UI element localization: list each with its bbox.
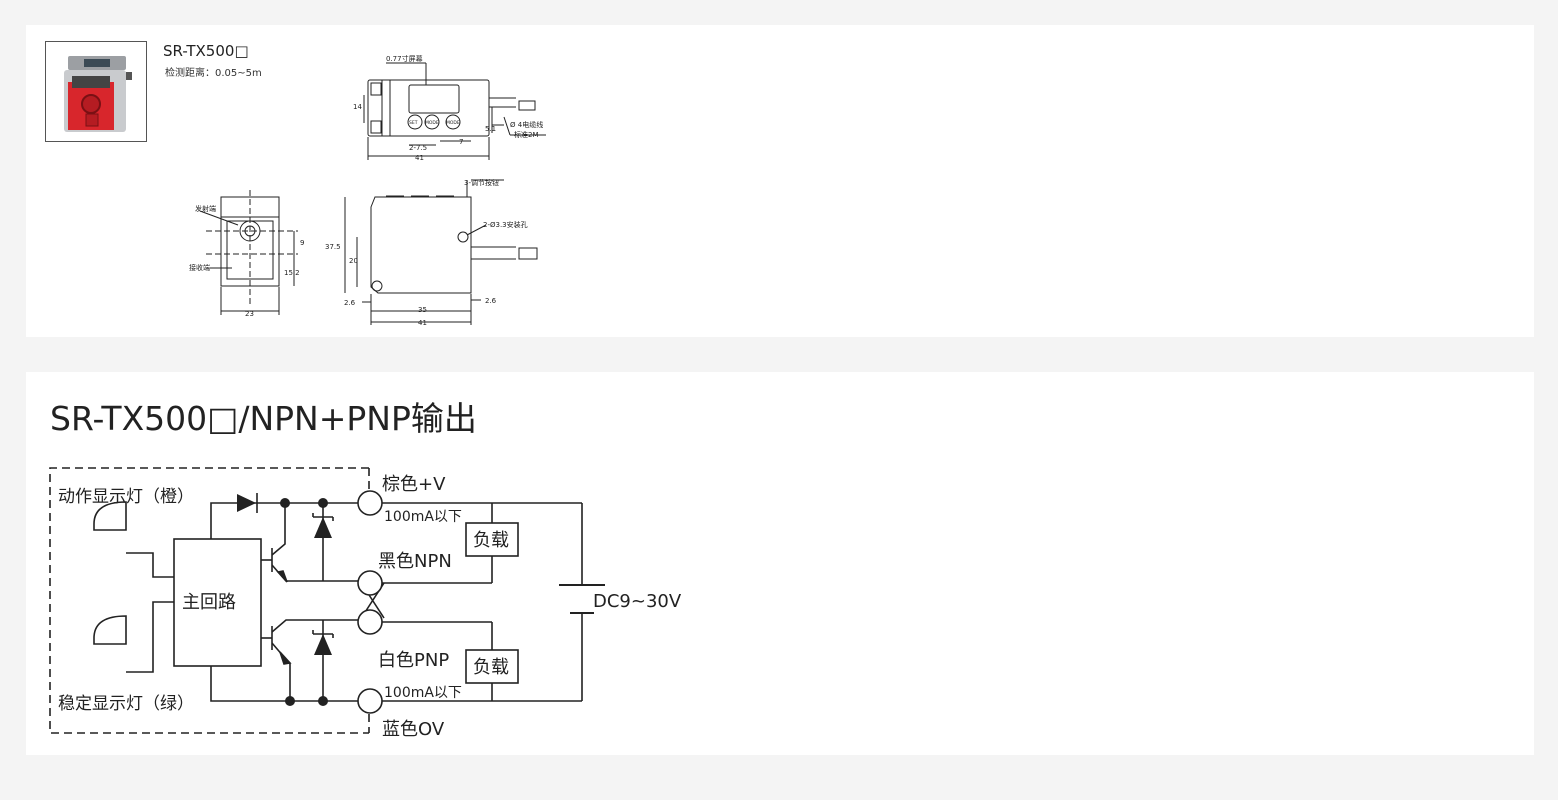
wiring-diagram: 动作显示灯（橙） 稳定显示灯（绿） 主回路 棕色+V 100mA以下 黑色NPN… [49, 467, 682, 740]
buttons-label: 3-调节按钮 [464, 178, 499, 187]
black-wire-label: 黑色NPN [378, 551, 452, 572]
load-top-label: 负载 [473, 530, 509, 551]
dim-2x7-5: 2-7.5 [409, 144, 427, 152]
current-limit-bottom: 100mA以下 [384, 685, 462, 701]
current-limit-top: 100mA以下 [384, 509, 462, 525]
dim-2-6-left: 2.6 [344, 299, 356, 307]
dim-5-1: 5.1 [485, 125, 496, 133]
hole-label: 2-Ø3.3安装孔 [483, 220, 528, 229]
blue-wire-label: 蓝色OV [382, 719, 445, 740]
brown-wire-label: 棕色+V [382, 474, 446, 495]
dim-2-6-right: 2.6 [485, 297, 497, 305]
load-bottom-label: 负载 [473, 657, 509, 678]
main-circuit-label: 主回路 [182, 592, 236, 613]
receiver-label: 接收端 [189, 263, 210, 272]
dim-37-5: 37.5 [325, 243, 341, 251]
detect-range: 检测距离：0.05~5m [165, 68, 262, 79]
screen-label: 0.77寸屏幕 [386, 54, 423, 63]
supply-voltage-label: DC9~30V [593, 591, 682, 612]
dim-7: 7 [459, 138, 463, 146]
mode-button-label-2: MODE [446, 120, 460, 126]
set-button-label: SET [409, 120, 418, 126]
model-name: SR-TX500□ [163, 42, 249, 60]
dim-41-bottom: 41 [418, 319, 427, 327]
action-led-label: 动作显示灯（橙） [58, 487, 194, 507]
dim-20: 20 [349, 257, 358, 265]
dim-14: 14 [353, 103, 362, 111]
dimension-drawing: 0.77寸屏幕 14 5.1 7 2-7.5 41 Ø 4电缆线 标准2M 3-… [189, 54, 546, 327]
circuit-title: SR-TX500□/NPN+PNP输出 [50, 399, 477, 438]
emitter-label: 发射端 [195, 204, 216, 213]
dim-35: 35 [418, 306, 427, 314]
product-photo [45, 41, 147, 142]
dim-23: 23 [245, 310, 254, 318]
white-wire-label: 白色PNP [378, 650, 449, 671]
dim-9: 9 [300, 239, 304, 247]
dimension-panel: SR-TX500□ 检测距离：0.05~5m [26, 25, 1534, 337]
cable-length-label: 标准2M [514, 130, 539, 139]
dim-41-top: 41 [415, 154, 424, 162]
dim-15-2: 15.2 [284, 269, 300, 277]
circuit-panel: SR-TX500□/NPN+PNP输出 [26, 372, 1534, 755]
mode-button-label: MODE [425, 120, 439, 126]
stable-led-label: 稳定显示灯（绿） [58, 694, 194, 714]
cable-label: Ø 4电缆线 [510, 120, 543, 129]
